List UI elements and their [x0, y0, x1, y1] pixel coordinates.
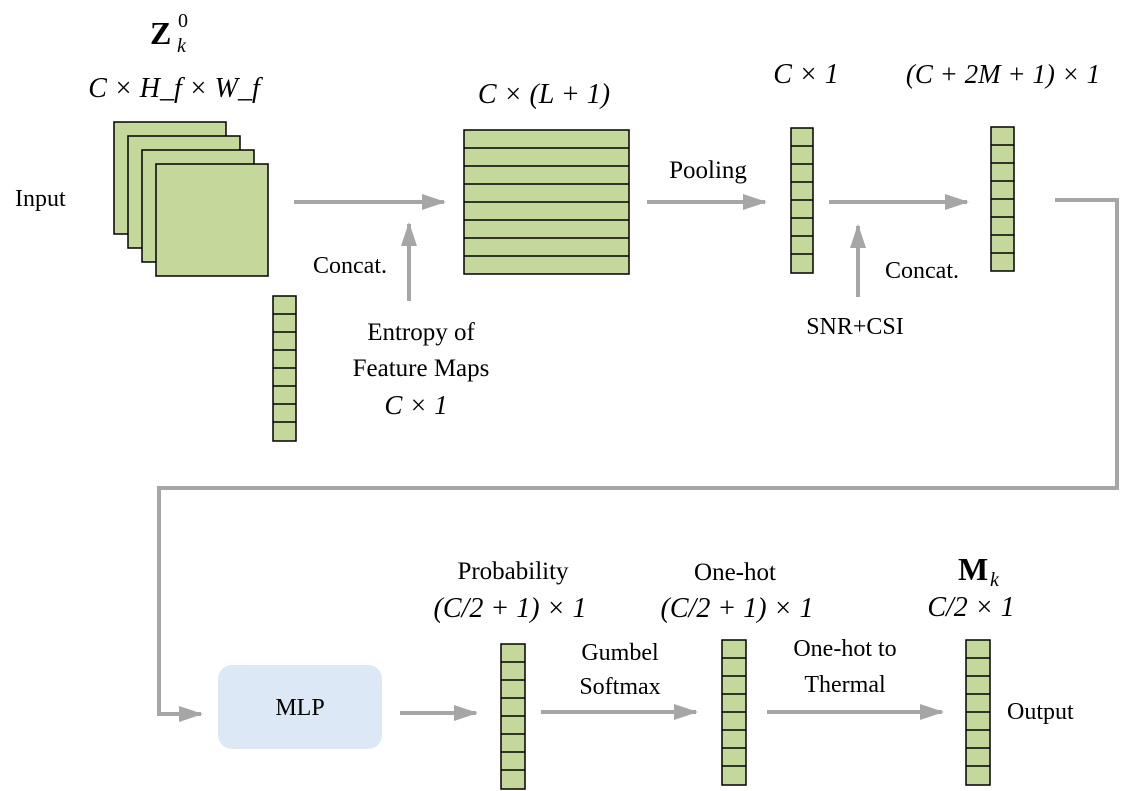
entropy-label-line1: Entropy of — [367, 319, 475, 346]
mlp-label: MLP — [275, 695, 324, 721]
mlp-block: MLP — [218, 665, 382, 749]
probability-dims-label: (C/2 + 1) × 1 — [434, 593, 587, 624]
output-variable-label: M — [958, 551, 988, 587]
output-label: Output — [1007, 699, 1074, 725]
entropy-label-line2: Feature Maps — [353, 355, 490, 382]
onehot-dims-label: (C/2 + 1) × 1 — [661, 593, 814, 624]
onehot-thermal-label-line2: Thermal — [804, 672, 886, 698]
output-dims-label: C/2 × 1 — [927, 592, 1014, 623]
mlp-box — [218, 665, 382, 749]
input-variable-superscript: 0 — [178, 10, 188, 32]
gumbel-label-line2: Softmax — [579, 674, 660, 700]
connector-row1-to-mlp — [157, 198, 1119, 722]
combined-dims-label: (C + 2M + 1) × 1 — [906, 59, 1100, 89]
input-feature-maps — [113, 121, 269, 277]
onehot-label: One-hot — [694, 559, 776, 586]
concat-label-1: Concat. — [313, 253, 387, 279]
gumbel-label-line1: Gumbel — [581, 640, 659, 666]
entropy-vector — [272, 295, 297, 442]
onehot-vector — [721, 639, 747, 786]
output-variable-subscript: k — [990, 569, 1000, 591]
pooled-dims-label: C × 1 — [773, 59, 839, 90]
input-dims-label: C × H_f × W_f — [88, 73, 263, 104]
pooling-label: Pooling — [669, 157, 747, 184]
entropy-dims-label: C × 1 — [384, 390, 447, 420]
concat-label-2: Concat. — [885, 258, 959, 284]
snr-csi-label: SNR+CSI — [806, 314, 904, 340]
probability-label: Probability — [457, 558, 569, 585]
combined-vector — [990, 126, 1015, 272]
onehot-thermal-label-line1: One-hot to — [793, 636, 896, 662]
output-vector — [965, 639, 991, 786]
pooled-vector — [790, 127, 814, 274]
probability-vector — [500, 643, 526, 790]
concat-matrix — [463, 129, 630, 275]
input-variable-label: Z — [150, 15, 171, 51]
concat-dims-label: C × (L + 1) — [478, 79, 610, 110]
feature-map-4 — [155, 163, 269, 277]
input-label: Input — [15, 186, 66, 212]
input-variable-subscript: k — [177, 35, 187, 57]
